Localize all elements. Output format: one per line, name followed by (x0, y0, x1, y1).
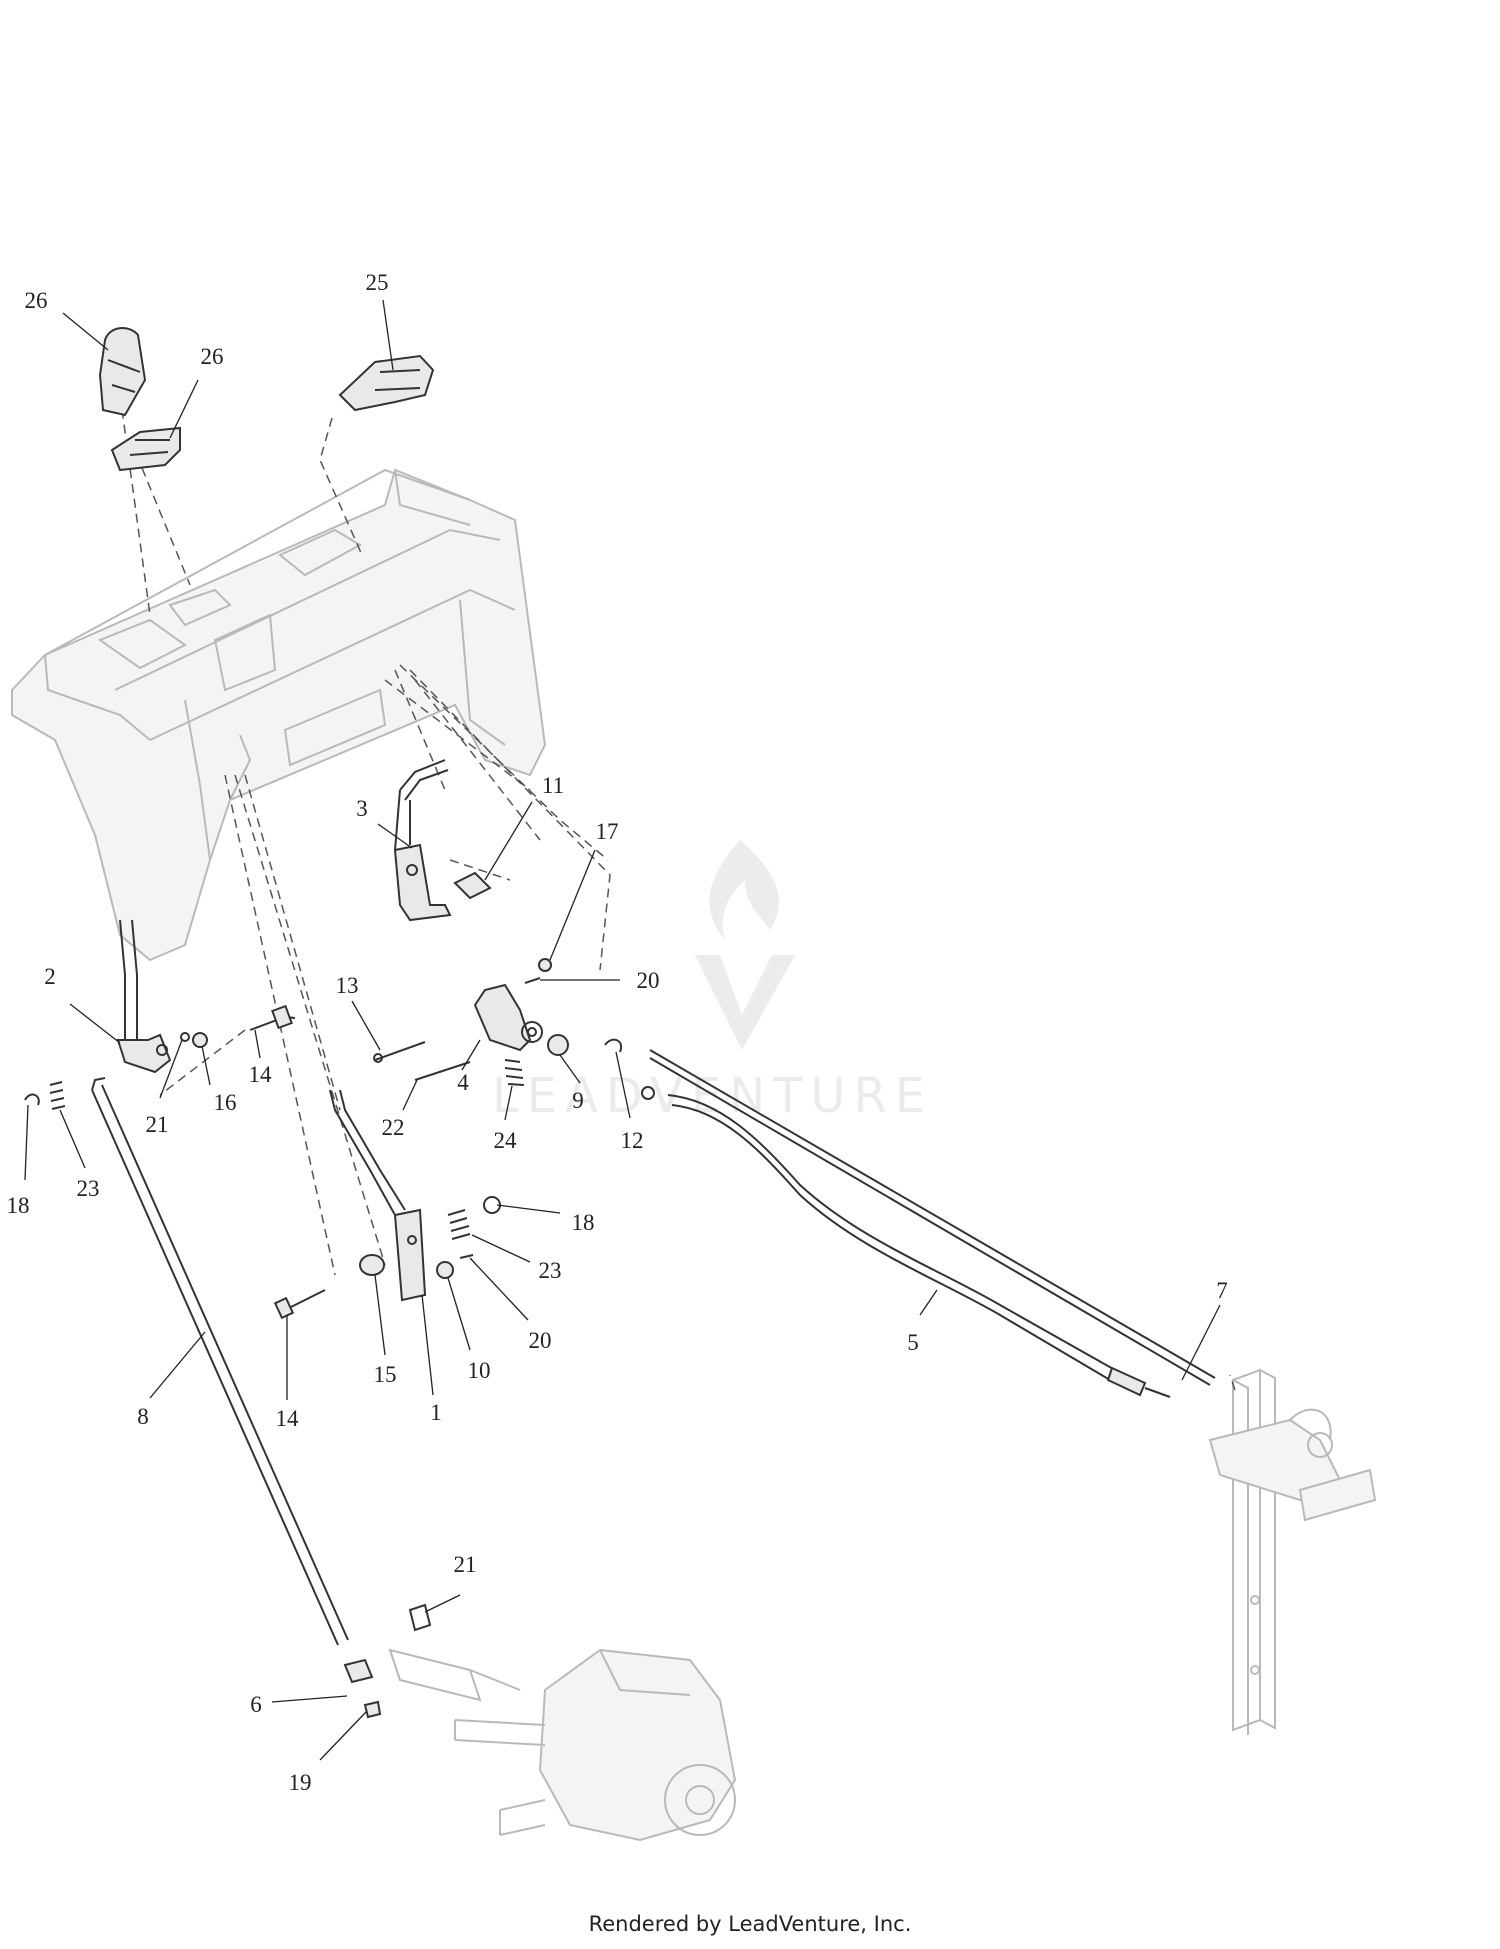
nut-21-upper (180, 1032, 190, 1042)
bushing-9 (547, 1034, 569, 1056)
clip-20-upper (524, 977, 541, 984)
callout-5: 5 (907, 1330, 919, 1355)
callout-14: 14 (276, 1406, 300, 1431)
knob-25 (338, 354, 435, 412)
callout-24: 24 (494, 1128, 518, 1153)
leader-lines (24, 299, 1221, 1761)
callout-11: 11 (542, 773, 564, 798)
callout-26: 26 (25, 288, 48, 313)
callout-14: 14 (249, 1062, 273, 1087)
bushing-10 (436, 1261, 454, 1279)
callout-25: 25 (366, 270, 389, 295)
callout-20: 20 (637, 968, 660, 993)
rod-8 (91, 1077, 349, 1646)
washer-16 (192, 1032, 208, 1048)
callout-15: 15 (374, 1362, 397, 1387)
footer-credit: Rendered by LeadVenture, Inc. (588, 1912, 912, 1936)
ferrule-6 (343, 1658, 374, 1684)
callout-16: 16 (214, 1090, 237, 1115)
callout-23: 23 (539, 1258, 562, 1283)
lever-2 (116, 919, 172, 1074)
nut-19 (363, 1700, 382, 1719)
clip-18-left (24, 1093, 40, 1106)
spring-23-middle (447, 1209, 471, 1240)
spring-23-left (49, 1081, 66, 1110)
callout-19: 19 (289, 1770, 312, 1795)
spacer-11 (453, 871, 492, 900)
knob-26-lower (110, 426, 181, 472)
callout-17: 17 (596, 819, 619, 844)
bolt-14-upper (249, 1004, 296, 1031)
callout-20: 20 (529, 1328, 552, 1353)
callout-21: 21 (454, 1552, 477, 1577)
pin-13 (373, 1041, 426, 1063)
leadventure-watermark: LEADVENTURE (492, 840, 933, 1124)
callout-12: 12 (621, 1128, 644, 1153)
steering-column (1208, 1368, 1377, 1735)
callout-18: 18 (7, 1193, 30, 1218)
callout-18: 18 (572, 1210, 595, 1235)
callout-10: 10 (468, 1358, 491, 1383)
washer-17 (538, 958, 552, 972)
nut-21-lower (408, 1603, 432, 1632)
callout-26: 26 (201, 344, 224, 369)
rod-7 (649, 1049, 1216, 1386)
transaxle (388, 1648, 737, 1842)
callouts: 26 26 25 3 11 17 13 20 2 14 16 21 4 9 22… (7, 270, 1228, 1795)
callout-3: 3 (356, 796, 368, 821)
callout-1: 1 (430, 1400, 442, 1425)
callout-2: 2 (44, 964, 56, 989)
clip-12 (604, 1038, 623, 1053)
dash-panel (11, 468, 547, 962)
pivot-bracket-4 (473, 983, 543, 1052)
callout-9: 9 (572, 1088, 584, 1113)
knob-26-upper (98, 327, 147, 417)
callout-13: 13 (336, 973, 359, 998)
callout-8: 8 (137, 1404, 149, 1429)
callout-6: 6 (250, 1692, 262, 1717)
bolt-14-lower (273, 1289, 326, 1320)
callout-23: 23 (77, 1176, 100, 1201)
assembly-lines (117, 379, 1236, 1391)
callout-21: 21 (146, 1112, 169, 1137)
cable-5 (641, 1086, 1171, 1398)
callout-4: 4 (457, 1070, 469, 1095)
lever-1 (329, 1089, 427, 1302)
watermark-text: LEADVENTURE (492, 1068, 933, 1124)
callout-22: 22 (382, 1115, 405, 1140)
clip-20-lower (459, 1254, 474, 1259)
spring-24 (504, 1059, 525, 1086)
callout-7: 7 (1216, 1278, 1228, 1303)
shift-lever-3 (393, 759, 452, 922)
pin-22 (414, 1061, 471, 1081)
washer-15 (359, 1254, 385, 1276)
